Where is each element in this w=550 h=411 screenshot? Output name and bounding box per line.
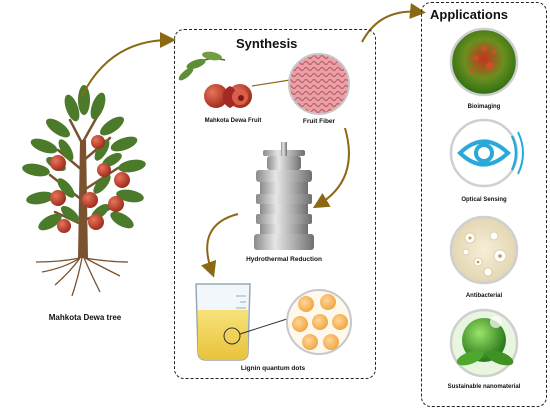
eye-icon (449, 118, 524, 188)
app-label-sustainable-nanomaterial: Sustainable nanomaterial (447, 384, 521, 390)
synthesis-panel (174, 29, 376, 379)
fiber-illustration (288, 53, 350, 115)
reactor-illustration (254, 142, 314, 250)
arrow-fiber-to-reactor (312, 127, 350, 209)
tree-illustration (22, 85, 146, 297)
green-globe-icon (449, 308, 519, 378)
fruit-illustration (178, 51, 291, 108)
petri-dish-icon (449, 215, 519, 285)
beaker-illustration (195, 283, 352, 361)
synthesis-title: Synthesis (236, 36, 298, 51)
arrow-synthesis-to-applications (361, 3, 426, 43)
arrow-tree-to-synthesis (81, 32, 176, 97)
app-label-bioimaging: Bioimaging (467, 104, 501, 110)
app-label-optical-sensing: Optical Sensing (461, 197, 507, 203)
applications-title: Applications (430, 7, 509, 22)
arrow-reactor-to-product (201, 213, 239, 278)
applications-panel (421, 2, 547, 407)
reactor-label: Hydrothermal Reduction (246, 256, 322, 263)
app-label-antibacterial: Antibacterial (465, 293, 503, 299)
fruit-label: Mahkota Dewa Fruit (204, 118, 262, 124)
tree-label: Mahkota Dewa tree (48, 313, 122, 322)
bioimaging-icon (449, 27, 519, 97)
fiber-label: Fruit Fiber (302, 118, 336, 125)
product-label: Lignin quantum dots (240, 365, 306, 372)
